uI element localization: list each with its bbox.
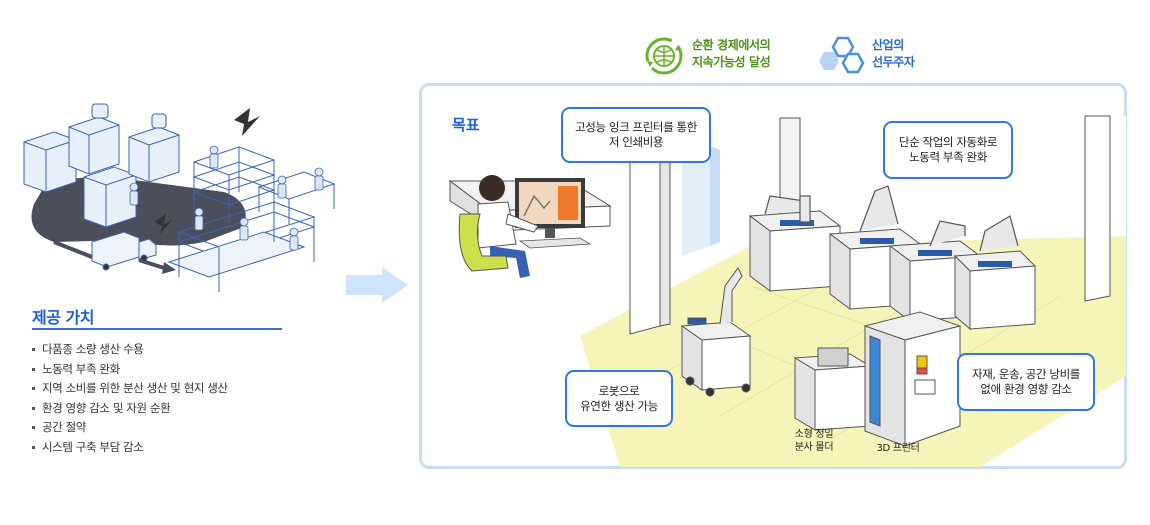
label-injection-molder: 소형 정밀 분사 몰더 [794,429,834,453]
hexagon-cluster-icon [819,36,865,74]
parts-trays [780,220,1012,267]
callout-ink-printer: 고성능 잉크 프린터를 통한 저 인쇄비용 [561,107,711,163]
value-item: 노동력 부족 완화 [32,360,228,380]
printer-3d-machine [863,311,962,447]
factory-shadow [31,177,246,246]
label-3d-printer: 3D 프린터 [876,443,920,454]
operator-chair [458,213,509,272]
machine-cluster [23,103,180,228]
callout-waste-reduction: 자재, 운송, 공간 낭비를 없애 환경 영향 감소 [957,353,1095,411]
truck-route-arrow [53,240,165,270]
truck-icon [91,231,157,271]
callout-automation: 단순 작업의 자동화로 노동력 부족 완화 [883,121,1013,179]
recycle-globe-icon [645,37,683,75]
robot-arms [764,185,1019,252]
legend-circular-text: 순환 경제에서의 지속가능성 달성 [692,38,771,69]
mobile-robot-cart [680,267,752,397]
lightning-icon [234,108,260,136]
legend-industry-text: 산업의 선두주자 [872,38,915,69]
value-item: 지역 소비를 위한 분산 생산 및 현지 생산 [32,379,228,399]
transition-arrow-icon [346,267,408,303]
traditional-factory-illustration [23,103,336,292]
operator-person [477,175,539,278]
workers [129,145,324,251]
callout-robot: 로봇으로 유연한 생산 가능 [565,370,673,427]
provided-value-divider [32,328,282,330]
goal-title: 목표 [452,116,480,134]
value-item: 공간 절약 [32,418,228,438]
provided-value-title: 제공 가치 [32,308,94,327]
value-item: 다품종 소량 생산 수용 [32,340,228,360]
provided-value-list: 다품종 소량 생산 수용 노동력 부족 완화 지역 소비를 위한 분산 생산 및… [32,340,228,457]
injection-molder-machine [793,347,872,431]
value-item: 시스템 구축 부담 감소 [32,438,228,458]
smart-factory-scene [448,115,1126,467]
value-item: 환경 영향 감소 및 자원 순환 [32,399,228,419]
storage-racks [192,146,336,224]
lightning-icon-2 [154,214,172,234]
